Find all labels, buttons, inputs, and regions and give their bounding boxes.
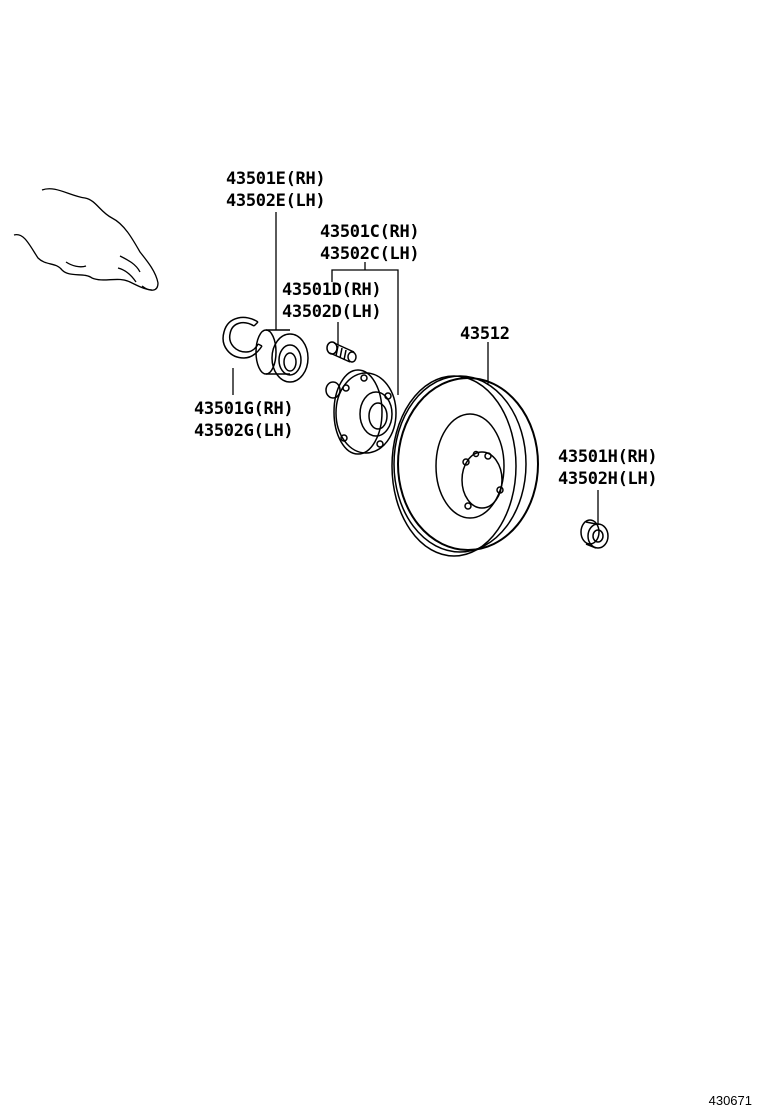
hub-bolt (327, 342, 356, 362)
label-disc: 43512 (460, 324, 510, 344)
label-hub-lh: 43502C(LH) (320, 244, 420, 264)
label-snapring-lh: 43502G(LH) (194, 421, 294, 441)
hub-nut (581, 520, 608, 548)
illustration-code: 430671 (708, 1093, 752, 1108)
label-hub-rh: 43501C(RH) (320, 222, 420, 242)
label-bolt-lh: 43502D(LH) (282, 302, 382, 322)
label-snapring-rh: 43501G(RH) (194, 399, 294, 419)
brake-disc (392, 376, 538, 556)
label-nut-lh: 43502H(LH) (558, 469, 658, 489)
bearing (256, 330, 308, 382)
label-bearing-lh: 43502E(LH) (226, 191, 326, 211)
snap-ring (223, 317, 262, 358)
label-nut-rh: 43501H(RH) (558, 447, 658, 467)
axle-hub (326, 370, 396, 454)
pointing-hand-icon (14, 189, 158, 290)
label-bearing-rh: 43501E(RH) (226, 169, 326, 189)
label-bolt-rh: 43501D(RH) (282, 280, 382, 300)
leader-lines (233, 212, 598, 525)
